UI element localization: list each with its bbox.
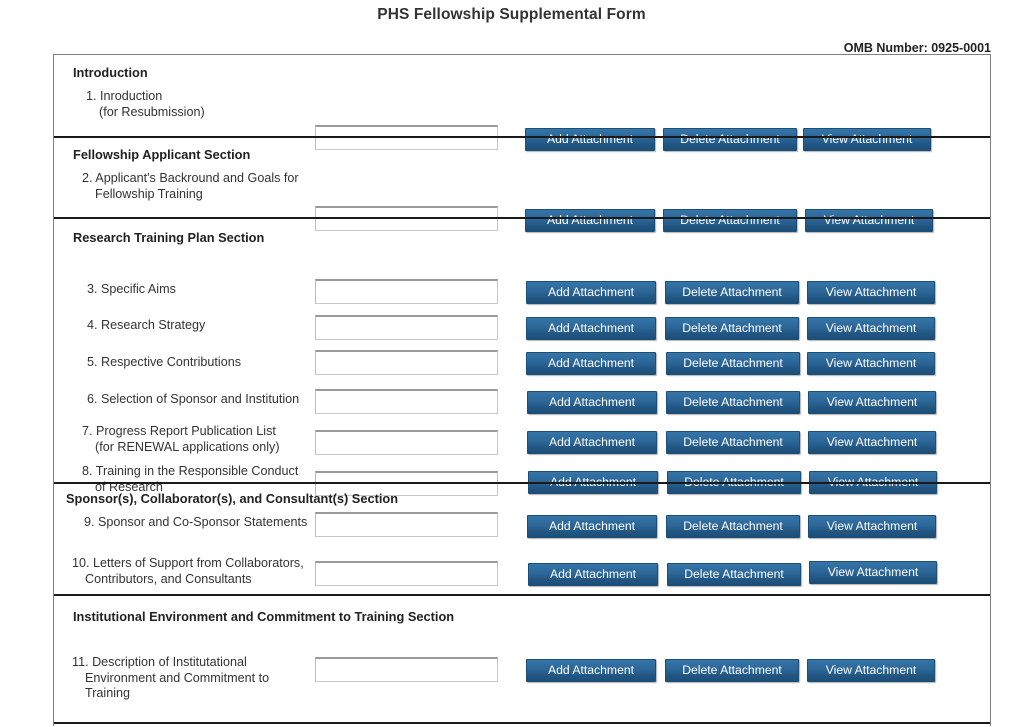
page-title: PHS Fellowship Supplemental Form: [377, 6, 646, 23]
delete-attachment-button[interactable]: Delete Attachment: [665, 659, 799, 682]
row-label: 6. Selection of Sponsor and Institution: [87, 392, 300, 406]
view-attachment-button[interactable]: View Attachment: [803, 128, 931, 151]
add-attachment-button[interactable]: Add Attachment: [526, 317, 656, 340]
delete-attachment-button[interactable]: Delete Attachment: [666, 391, 800, 414]
row-label: 10. Letters of Support from Collaborator…: [72, 556, 304, 586]
delete-attachment-button[interactable]: Delete Attachment: [663, 209, 797, 232]
view-attachment-button[interactable]: View Attachment: [808, 431, 936, 454]
delete-attachment-button[interactable]: Delete Attachment: [667, 563, 801, 586]
delete-attachment-button[interactable]: Delete Attachment: [666, 431, 800, 454]
omb-number: OMB Number: 0925-0001: [843, 41, 991, 55]
section-introduction: Introduction 1. Inroduction (for Resubmi…: [54, 55, 990, 151]
attachment-filename-input[interactable]: [315, 279, 498, 304]
add-attachment-button[interactable]: Add Attachment: [525, 128, 655, 151]
attachment-filename-input[interactable]: [315, 315, 498, 340]
row-label: 4. Research Strategy: [87, 318, 206, 332]
view-attachment-button[interactable]: View Attachment: [805, 209, 933, 232]
page-header: PHS Fellowship Supplemental Form OMB Num…: [0, 0, 1023, 55]
section-title: Fellowship Applicant Section: [73, 147, 251, 162]
attachment-filename-input[interactable]: [315, 512, 498, 537]
delete-attachment-button[interactable]: Delete Attachment: [666, 352, 800, 375]
row-label: 9. Sponsor and Co-Sponsor Statements: [84, 515, 308, 529]
view-attachment-button[interactable]: View Attachment: [808, 515, 936, 538]
section-sponsor-collaborator-consultant: Sponsor(s), Collaborator(s), and Consult…: [54, 482, 990, 594]
add-attachment-button[interactable]: Add Attachment: [527, 431, 657, 454]
section-title: Institutional Environment and Commitment…: [73, 609, 455, 624]
add-attachment-button[interactable]: Add Attachment: [527, 391, 657, 414]
view-attachment-button[interactable]: View Attachment: [807, 659, 935, 682]
delete-attachment-button[interactable]: Delete Attachment: [665, 281, 799, 304]
attachment-filename-input[interactable]: [315, 350, 498, 375]
delete-attachment-button[interactable]: Delete Attachment: [665, 317, 799, 340]
add-attachment-button[interactable]: Add Attachment: [526, 281, 656, 304]
attachment-filename-input[interactable]: [315, 561, 498, 586]
add-attachment-button[interactable]: Add Attachment: [527, 515, 657, 538]
section-title: Research Training Plan Section: [73, 230, 265, 245]
section-fellowship-applicant: Fellowship Applicant Section 2. Applican…: [54, 136, 990, 232]
row-label: 8. Training in the Responsible Conduct o…: [82, 464, 299, 494]
add-attachment-button[interactable]: Add Attachment: [526, 352, 656, 375]
row-label: 5. Respective Contributions: [87, 355, 242, 369]
row-label: 2. Applicant's Backround and Goals for F…: [82, 171, 299, 201]
view-attachment-button[interactable]: View Attachment: [808, 391, 936, 414]
add-attachment-button[interactable]: Add Attachment: [526, 659, 656, 682]
row-label: 11. Description of Institutational Envir…: [72, 655, 270, 700]
add-attachment-button[interactable]: Add Attachment: [528, 563, 658, 586]
section-title: Introduction: [73, 65, 148, 80]
section-research-training-plan: Research Training Plan Section 3. Specif…: [54, 217, 990, 496]
view-attachment-button[interactable]: View Attachment: [807, 281, 935, 304]
view-attachment-button[interactable]: View Attachment: [807, 317, 935, 340]
view-attachment-button[interactable]: View Attachment: [809, 561, 937, 584]
delete-attachment-button[interactable]: Delete Attachment: [666, 515, 800, 538]
delete-attachment-button[interactable]: Delete Attachment: [663, 128, 797, 151]
section-title: Sponsor(s), Collaborator(s), and Consult…: [66, 491, 399, 506]
row-label: 3. Specific Aims: [87, 282, 176, 296]
attachment-filename-input[interactable]: [315, 430, 498, 455]
form-frame: Introduction 1. Inroduction (for Resubmi…: [53, 54, 991, 726]
section-institutional-environment: Institutional Environment and Commitment…: [54, 594, 990, 724]
attachment-filename-input[interactable]: [315, 657, 498, 682]
add-attachment-button[interactable]: Add Attachment: [525, 209, 655, 232]
row-label: 7. Progress Report Publication List (for…: [82, 424, 280, 454]
row-label: 1. Inroduction (for Resubmission): [86, 89, 205, 119]
view-attachment-button[interactable]: View Attachment: [807, 352, 935, 375]
attachment-filename-input[interactable]: [315, 389, 498, 414]
